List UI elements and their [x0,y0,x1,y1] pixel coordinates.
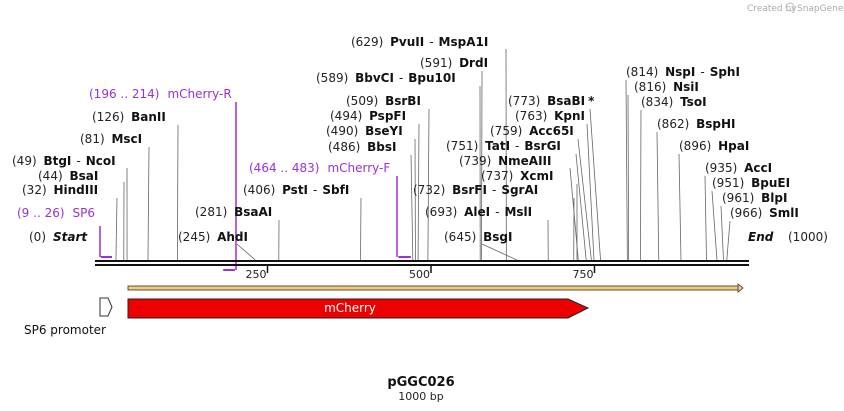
sequence-length: 1000 bp [398,390,443,403]
primer-sp6[interactable]: (9 .. 26)SP6 [17,206,113,258]
site-label-tati[interactable]: (751) TatI-BsrGI [446,139,561,153]
site-line-pspfi [417,123,420,261]
site-label-drdi[interactable]: (591) DrdI [420,56,488,70]
site-label-acc65i[interactable]: (759) Acc65I [490,124,574,138]
feature-arrow-mcherry[interactable] [127,298,590,319]
site-line-msci [147,146,150,261]
site-label-bbsi[interactable]: (486) BbsI [328,140,396,154]
site-label-btgi[interactable]: (49) BtgI-NcoI [12,154,116,168]
site-line-nsii [627,94,630,261]
site-label-tsoi[interactable]: (834) TsoI [641,95,707,109]
sequence-title: pGGC026 [387,375,454,390]
site-label-bsabi[interactable]: (773) BsaBI* [508,94,595,108]
end-label: End [748,230,774,244]
start-label: Start [53,230,88,244]
primer-mcherry-r[interactable]: (196 .. 214)mCherry-R [89,87,237,271]
site-label-acci[interactable]: (935) AccI [705,161,772,175]
site-line-bsgi [481,243,517,261]
site-line-bsphi [656,131,660,261]
site-label-msci[interactable]: (81) MscI [80,132,142,146]
site-label-hindiii[interactable]: (32) HindIII [22,183,98,197]
orf-arrowhead [737,283,744,293]
site-label-xcmi[interactable]: (737) XcmI [481,169,553,183]
credit-brand: SnapGene [797,4,844,14]
site-label-pvuii[interactable]: (629) PvuII-MspA1I [351,35,488,49]
site-label-pspfi[interactable]: (494) PspFI [330,109,406,123]
tick-label-750: 750 [573,268,594,281]
site-line-acc65i [577,138,592,261]
site-line-bpuei [711,190,718,261]
primer-mcherry-f[interactable]: (464 .. 483)mCherry-F [249,161,411,258]
site-label-bsrbi[interactable]: (509) BsrBI [346,94,421,108]
site-label-bsphi[interactable]: (862) BspHI [657,117,735,131]
site-label-nmeaiii[interactable]: (739) NmeAIII [459,154,551,168]
orf-bar[interactable] [127,285,740,291]
site-label-nspi[interactable]: (814) NspI-SphI [626,65,740,79]
site-line-hpai [678,153,682,261]
tick-label-500: 500 [409,268,430,281]
primer-layer: (9 .. 26)SP6 (196 .. 214)mCherry-R (464 ..… [17,87,411,271]
site-label-blpi[interactable]: (961) BlpI [722,191,787,205]
site-line-tati [575,153,587,261]
primer-label-sp6: (9 .. 26)SP6 [17,206,95,220]
site-label-bsaai[interactable]: (281) BsaAI [195,205,272,219]
site-label-ahdi[interactable]: (245) AhdI [178,230,248,244]
site-label-alei[interactable]: (693) AleI-MslI [425,205,532,219]
site-label-bsai[interactable]: (44) BsaI [38,169,98,183]
site-line-banii [177,124,179,261]
site-label-bpuei[interactable]: (951) BpuEI [712,176,790,190]
primer-label-mcherry-f: (464 .. 483)mCherry-F [249,161,390,175]
site-line-kpni [586,123,595,261]
site-line-tsoi [640,109,642,261]
feature-label-mcherry: mCherry [324,301,376,315]
site-label-nsii[interactable]: (816) NsiI [634,80,699,94]
site-lines [115,48,731,261]
site-label-kpni[interactable]: (763) KpnI [515,109,585,123]
site-line-hindiii [115,197,118,261]
site-labels: (32) HindIII(44) BsaI(49) BtgI-NcoI (81) … [12,35,799,244]
site-line-bbsi [410,154,414,261]
tick-layer: 250 500 750 [246,265,596,281]
start-position: (0) [29,230,46,244]
site-label-psti[interactable]: (406) PstI-SbfI [243,183,349,197]
site-label-bsgi[interactable]: (645) BsgI [444,230,512,244]
feature-arrow-sp6-promoter[interactable] [99,297,113,317]
site-line-ahdi [236,243,256,261]
primer-label-mcherry-r: (196 .. 214)mCherry-R [89,87,232,101]
site-line-acci [704,175,707,261]
site-label-smli[interactable]: (966) SmlI [730,206,799,220]
feature-layer: SP6 promoter mCherry [24,283,744,337]
credit-text: Created by [747,4,797,14]
site-line-bsrbi [427,108,430,261]
site-label-bseyi[interactable]: (490) BseYI [326,124,403,138]
site-label-hpai[interactable]: (896) HpaI [679,139,749,153]
site-line-bsabi [589,108,601,261]
site-label-banii[interactable]: (126) BanII [92,110,166,124]
end-position: (1000) [788,230,828,244]
feature-label-sp6-promoter: SP6 promoter [24,323,106,337]
site-line-smli [726,220,731,261]
site-line-blpi [720,205,724,261]
tick-label-250: 250 [246,268,267,281]
site-line-nmeaiii [569,167,579,261]
snapgene-logo-icon [785,2,795,12]
site-label-bsrfi[interactable]: (732) BsrFI-SgrAI [413,183,538,197]
site-line-nspi [625,79,628,261]
site-label-bbvci[interactable]: (589) BbvCI-Bpu10I [316,71,456,85]
